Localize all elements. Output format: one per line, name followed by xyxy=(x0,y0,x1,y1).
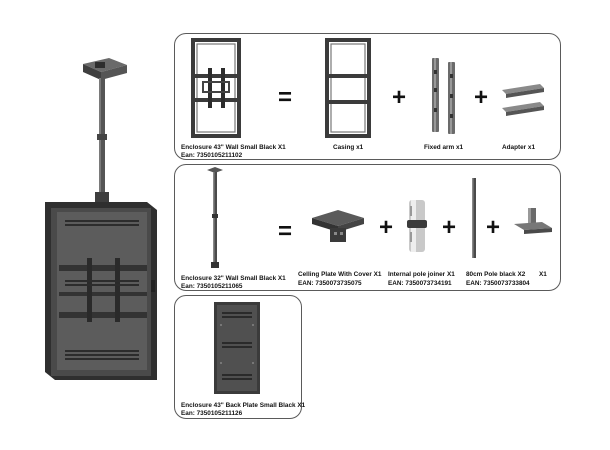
plus-sign: + xyxy=(392,84,407,111)
pole-name: 80cm Pole black X2 xyxy=(466,271,526,278)
ceiling-plate-name: Celling Plate With Cover X1 xyxy=(298,271,382,278)
plus-sign: + xyxy=(486,214,501,241)
casing-label: Casing x1 xyxy=(333,144,364,151)
main-ean-label: Ean: 7350105211065 xyxy=(181,283,243,290)
adapter-image xyxy=(502,84,544,116)
equals-sign: = xyxy=(278,84,293,111)
main-ean-label: Ean: 7350105211126 xyxy=(181,410,243,417)
adapter-label: Adapter x1 xyxy=(502,144,536,151)
panel-enclosure-32-wall xyxy=(174,164,561,291)
assembled-enclosure-illustration xyxy=(45,58,157,380)
enclosure-32-pole-image xyxy=(207,167,223,268)
fixed-arm-image xyxy=(432,58,455,134)
pole-joiner-name: Internal pole joiner X1 xyxy=(388,271,455,278)
pole-ean: EAN: 7350073733804 xyxy=(466,280,530,287)
equals-sign: = xyxy=(278,218,293,245)
pole-adapter-image xyxy=(514,208,552,234)
ceiling-plate-ean: EAN: 7350073735075 xyxy=(298,280,362,287)
main-name-label: Enclosure 43" Wall Small Black X1 xyxy=(181,144,286,151)
plus-sign: + xyxy=(442,214,457,241)
last-qty-label: X1 xyxy=(539,271,547,278)
enclosure-43-wall-image xyxy=(191,38,241,138)
plus-sign: + xyxy=(379,214,394,241)
pole-joiner-image xyxy=(407,200,427,252)
casing-image xyxy=(325,38,371,138)
ceiling-plate-image xyxy=(312,210,364,242)
main-ean-label: Ean: 7350105211102 xyxy=(181,152,243,159)
main-name-label: Enclosure 43" Back Plate Small Black X1 xyxy=(181,402,306,409)
fixed-arm-label: Fixed arm x1 xyxy=(424,144,464,151)
main-name-label: Enclosure 32" Wall Small Black X1 xyxy=(181,275,286,282)
pole-joiner-ean: EAN: 7350073734191 xyxy=(388,280,452,287)
back-plate-image xyxy=(214,302,260,394)
pole-image xyxy=(472,178,476,258)
plus-sign: + xyxy=(474,84,489,111)
